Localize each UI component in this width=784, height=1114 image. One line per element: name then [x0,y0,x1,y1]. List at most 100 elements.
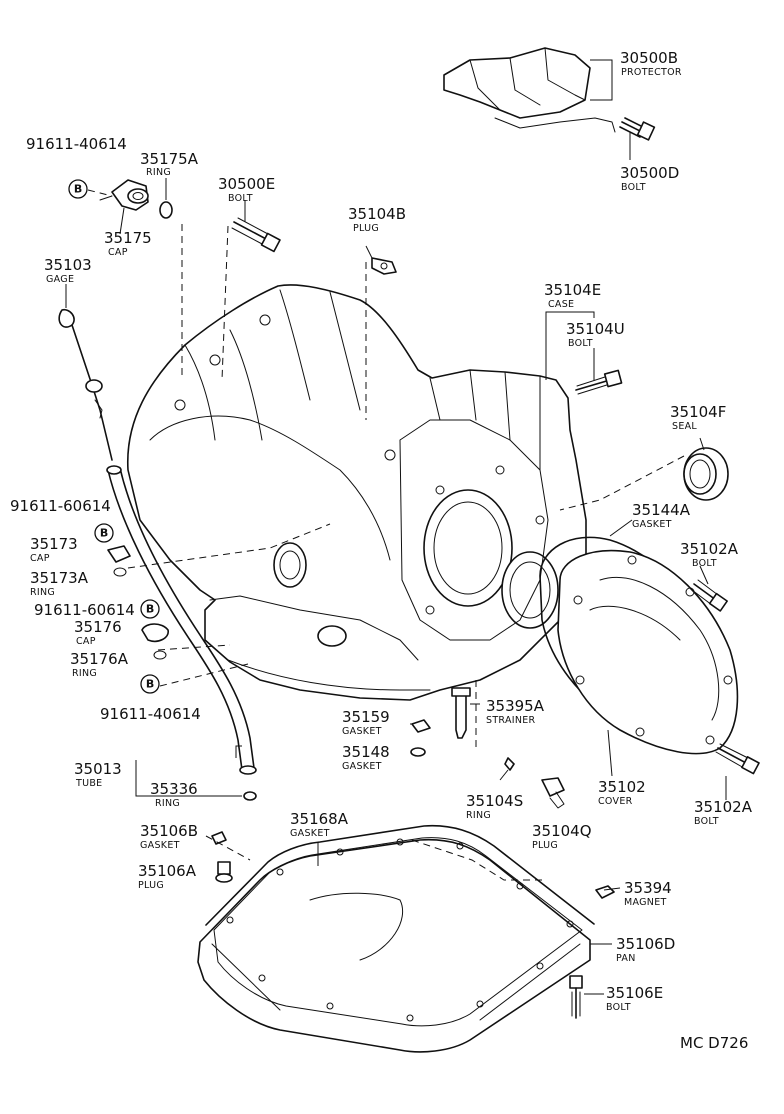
part-name: BOLT [621,182,646,193]
part-label: 35175A RING [140,150,199,178]
gasket-35106b-drawing [211,831,227,845]
part-number: 35102A [680,540,739,558]
dipstick-gage-drawing [58,308,113,461]
part-label: 35104U BOLT [566,320,625,349]
part-name: BOLT [694,816,719,827]
gasket-35148-drawing [410,747,426,757]
bolt-35102a-top-drawing [691,579,728,612]
part-number: 35106E [606,984,663,1002]
part-number: 35104Q [532,822,592,840]
part-label: 35395A STRAINER [486,697,545,726]
part-name: MAGNET [624,897,667,908]
part-number: 35106A [138,862,197,880]
badge-b-icon: B [94,523,114,543]
part-name: GASKET [290,828,330,839]
part-number: 91611-40614 [26,135,127,153]
part-name: RING [466,810,491,821]
ring-35336-drawing [243,791,257,801]
part-name: CAP [108,247,128,258]
part-name: PLUG [138,880,164,891]
part-label: 35176 CAP [74,618,122,647]
part-label: 35175 CAP [104,229,152,258]
part-number: 35106B [140,822,198,840]
part-label: 30500E BOLT [218,175,275,204]
part-label: 30500B PROTECTOR [620,49,682,78]
seal-35104f-drawing [683,447,729,501]
bolt-30500e-drawing [231,217,281,253]
part-number: 35148 [342,743,390,761]
part-number: 35336 [150,780,198,798]
plug-35104b-drawing [371,257,397,275]
part-number: 30500B [620,49,678,67]
gasket-35159-drawing [411,719,431,733]
bolt-35106e-drawing [569,975,583,1019]
part-number: 35159 [342,708,390,726]
part-label: 91611-60614 [34,601,135,619]
part-label: 91611-40614 [26,135,127,153]
part-name: BOLT [568,338,593,349]
part-number: 35104S [466,792,523,810]
protector-drawing [443,47,616,133]
part-name: STRAINER [486,715,536,726]
part-number: 35175A [140,150,199,168]
part-name: TUBE [75,778,102,789]
part-label: 35102 COVER [598,778,646,807]
part-number: 35106D [616,935,675,953]
part-label: 35102A BOLT [694,798,753,827]
part-label: 35104F SEAL [670,403,726,432]
part-label: 35106D PAN [616,935,675,964]
part-label: 35106E BOLT [606,984,663,1013]
part-number: 91611-60614 [10,497,111,515]
part-number: 35104U [566,320,625,338]
part-name: GASKET [140,840,180,851]
badge-b-icon: B [140,599,160,619]
part-label: 35102A BOLT [680,540,739,569]
bolt-35104u-drawing [575,369,623,395]
part-label: 35148 GASKET [342,743,390,772]
part-name: GASKET [342,761,382,772]
part-number: 30500D [620,164,679,182]
diagram-code: MC D726 [680,1034,748,1052]
magnet-35394-drawing [595,885,615,899]
ring-35175a-drawing [159,201,173,219]
part-number: 35394 [624,879,672,897]
part-name: PAN [616,953,636,964]
part-label: 35013 TUBE [74,760,122,789]
badge-letter: B [146,678,154,691]
part-label: 35168A GASKET [290,810,349,839]
part-name: RING [155,798,180,809]
badge-letter: B [146,603,154,616]
part-name: PLUG [353,223,379,234]
part-number: 91611-40614 [100,705,201,723]
part-number: 35104F [670,403,726,421]
part-number: 35168A [290,810,349,828]
part-label: 35106A PLUG [138,862,197,891]
part-label: 35104E CASE [544,281,601,310]
part-label: 35159 GASKET [342,708,390,737]
part-label: 35104Q PLUG [532,822,592,851]
badge-letter: B [74,183,82,196]
part-name: GASKET [632,519,672,530]
part-label: 35103 GAGE [44,256,92,285]
badge-b-icon: B [140,674,160,694]
part-label: 35336 RING [150,780,198,809]
part-number: 30500E [218,175,275,193]
part-name: RING [30,587,55,598]
part-name: CAP [76,636,96,647]
transaxle-case-drawing [126,284,587,701]
part-number: 35102A [694,798,753,816]
badge-letter: B [100,527,108,540]
part-number: 35395A [486,697,545,715]
part-name: PLUG [532,840,558,851]
part-label: 91611-40614 [100,705,201,723]
part-label: 35173 CAP [30,535,78,564]
part-name: GASKET [342,726,382,737]
part-name: RING [146,167,171,178]
part-number: 35175 [104,229,152,247]
part-number: 35176 [74,618,122,636]
cap-35175-drawing [99,179,149,211]
cover-35102-drawing [557,549,739,755]
part-label: 30500D BOLT [620,164,679,193]
part-name: PROTECTOR [621,67,682,78]
